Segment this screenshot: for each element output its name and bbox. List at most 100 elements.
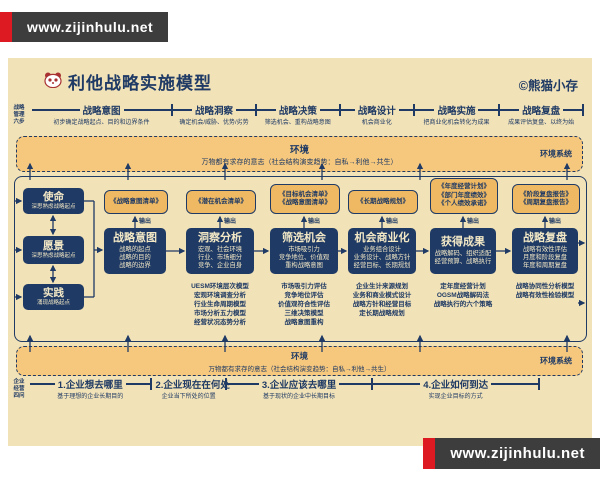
bottom-timeline: 1.企业想去哪里 基于理想的企业长期目的 2.企业现在在何处 企业当下所处的位置… [30, 378, 540, 400]
step-title: 洞察分析 [198, 231, 242, 244]
step-lines: 战略的起点 战略的目的 战略的边界 [119, 245, 151, 270]
vision-title: 愿景 [43, 240, 64, 252]
stage-desc: 把商业化机会转化为成果 [423, 120, 490, 126]
question-name: 2.企业现在在何处 [155, 380, 230, 391]
timeline-tick [171, 104, 174, 116]
step-box-obtain-results: 获得成果 战略解码、组织适配 经营预算、战略执行 [430, 228, 496, 274]
step-box-screen-opportunities: 筛选机会 市场吸引力 竞争地位、价值观 重构战略意图 [270, 228, 338, 274]
methods-insight: UESM环境层次模型 宏观环境调查分析 行业生命周期模型 市场分析五力模型 经营… [191, 283, 249, 326]
environment-system-label: 环境系统 [540, 356, 572, 366]
mission-box: 使命 深思熟虑战略起点 [23, 188, 84, 214]
step-box-strategic-intent: 战略意图 战略的起点 战略的目的 战略的边界 [104, 228, 166, 274]
stage-desc: 机会商业化 [361, 120, 392, 126]
environment-subtitle: 万物都有求存的意志（社会结构演变趋势：自私→利他→共生） [208, 365, 391, 373]
watermark-top: www.zijinhulu.net [0, 12, 169, 42]
watermark-url: www.zijinhulu.net [12, 12, 169, 42]
question-name: 3.企业应该去哪里 [261, 380, 337, 391]
timeline-stage-strategic-insight: 战略洞察 确定机会/威胁、优势/劣势 [173, 104, 255, 126]
methods-results: 定年度经营计划 OGSM战略解码法 战略执行的六个策略 [433, 283, 493, 308]
timeline-tick [371, 378, 374, 390]
stage-name: 战略洞察 [195, 106, 234, 117]
timeline-tick [581, 104, 584, 116]
output-label: 输出 [224, 219, 237, 225]
question-desc: 实现企业目标的方式 [428, 394, 483, 400]
top-timeline-side-label: 战略 管理 六步 [13, 105, 25, 125]
environment-subtitle: 万物都有求存的意志（社会结构演变趋势：自私→利他→共生） [201, 158, 398, 166]
question-where-to-go: 1.企业想去哪里 基于理想的企业长期目的 [30, 378, 150, 400]
step-title: 筛选机会 [282, 231, 326, 244]
panda-icon [44, 72, 62, 88]
question-name: 1.企业想去哪里 [57, 380, 123, 391]
page-title: 利他战略实施模型 [68, 74, 212, 93]
flow-frame [14, 176, 587, 342]
output-doc-screening: 《目标机会清单》 《战略意图清单》 [270, 184, 340, 214]
timeline-tick [412, 104, 415, 116]
timeline-stage-strategic-design: 战略设计 机会商业化 [341, 104, 413, 126]
step-lines: 宏观、社会环境 行业、市场细分 竞争、企业自身 [197, 245, 243, 270]
stage-name: 战略设计 [357, 106, 396, 117]
author-credit: ©熊猫小存 [518, 79, 578, 93]
top-timeline: 战略意图 初步确定战略起点、目的和边界条件 战略洞察 确定机会/威胁、优势/劣势… [32, 104, 584, 126]
environment-system-label: 环境系统 [540, 149, 572, 159]
step-lines: 战略解码、组织适配 经营预算、战略执行 [434, 249, 492, 265]
environment-title: 环境 [290, 350, 308, 361]
stage-desc: 初步确定战略起点、目的和边界条件 [53, 120, 150, 126]
output-label: 输出 [386, 219, 399, 225]
bottom-timeline-side-label: 企业 经营 四问 [13, 379, 25, 399]
infographic-canvas: 利他战略实施模型 ©熊猫小存 战略 管理 六步 战略意图 初步确定战略起点、目的… [8, 58, 592, 446]
step-title: 战略复盘 [523, 231, 567, 244]
output-doc-strategic-intent: 《战略意图清单》 [104, 190, 168, 214]
environment-band-bottom: 环境 万物都有求存的意志（社会结构演变趋势：自私→利他→共生） 环境系统 [16, 346, 583, 376]
timeline-stage-strategic-decision: 战略决策 筛选机会、重构战略意图 [257, 104, 339, 126]
environment-title: 环境 [289, 144, 309, 156]
timeline-stage-strategic-intent: 战略意图 初步确定战略起点、目的和边界条件 [32, 104, 171, 126]
step-lines: 战略有效性评估 月度和阶段复盘 年度和周期复盘 [522, 245, 568, 270]
stage-name: 战略复盘 [522, 106, 561, 117]
output-label: 输出 [308, 219, 321, 225]
step-title: 获得成果 [441, 235, 485, 248]
watermark-red-strip [0, 12, 12, 42]
watermark-bottom: www.zijinhulu.net [423, 438, 600, 469]
timeline-stage-strategic-execution: 战略实施 把商业化机会转化为成果 [415, 104, 498, 126]
output-doc-results: 《年度经营计划》 《部门年度绩效》 《个人绩效承诺》 [430, 178, 498, 214]
step-box-insight-analysis: 洞察分析 宏观、社会环境 行业、市场细分 竞争、企业自身 [186, 228, 254, 274]
output-label: 输出 [139, 219, 152, 225]
question-how-to-arrive: 4.企业如何到达 实现企业目标的方式 [373, 378, 538, 400]
stage-desc: 成果评估复盘、以终为始 [508, 120, 575, 126]
timeline-tick [498, 104, 501, 116]
stage-name: 战略意图 [82, 106, 121, 117]
environment-band-top: 环境 万物都有求存的意志（社会结构演变趋势：自私→利他→共生） 环境系统 [16, 136, 583, 172]
stage-name: 战略决策 [278, 106, 317, 117]
mission-title: 使命 [43, 191, 64, 203]
output-label: 输出 [549, 219, 562, 225]
practice-title: 实践 [43, 287, 64, 299]
vision-box: 愿景 深思熟虑战略起点 [23, 236, 84, 264]
question-name: 4.企业如何到达 [423, 380, 489, 391]
watermark-red-strip [423, 438, 436, 469]
timeline-stage-strategic-review: 战略复盘 成果评估复盘、以终为始 [500, 104, 582, 126]
step-box-strategy-review: 战略复盘 战略有效性评估 月度和阶段复盘 年度和周期复盘 [512, 228, 578, 274]
vision-desc: 深思熟虑战略起点 [31, 253, 76, 259]
stage-desc: 筛选机会、重构战略意图 [264, 120, 331, 126]
output-label: 输出 [467, 219, 480, 225]
stage-desc: 确定机会/威胁、优势/劣势 [179, 120, 249, 126]
practice-desc: 涌现战略起点 [36, 300, 70, 306]
stage-name: 战略实施 [437, 106, 476, 117]
output-doc-insight: 《潜在机会清单》 [186, 190, 256, 214]
question-desc: 企业当下所处的位置 [161, 394, 216, 400]
mission-desc: 深思熟虑战略起点 [31, 204, 76, 210]
question-where-now: 2.企业现在在何处 企业当下所处的位置 [152, 378, 229, 400]
question-desc: 基于现状的企业中长期目标 [263, 394, 336, 400]
methods-commercialization: 企业生计来源规划 业务和商业模式设计 战略方针和经营目标 定长期战略规划 [352, 283, 412, 317]
methods-screening: 市场吸引力评估 竞争地位评估 价值观符合性评估 三维决策模型 战略意图重构 [278, 283, 330, 326]
timeline-tick [338, 104, 341, 116]
methods-review: 战略协同性分析模型 战略有效性检验模型 [515, 283, 575, 299]
timeline-tick [254, 104, 257, 116]
timeline-tick [150, 378, 153, 390]
step-box-commercialization: 机会商业化 业务组合设计 业务设计、战略方针 经营目标、长期规划 [348, 228, 416, 274]
question-desc: 基于理想的企业长期目的 [57, 394, 124, 400]
output-doc-commercialization: 《长期战略规划》 [348, 190, 418, 214]
practice-box: 实践 涌现战略起点 [23, 284, 84, 310]
output-doc-review: 《阶段复盘报告》 《周期复盘报告》 [512, 184, 580, 214]
step-lines: 市场吸引力 竞争地位、价值观 重构战略意图 [278, 245, 330, 270]
